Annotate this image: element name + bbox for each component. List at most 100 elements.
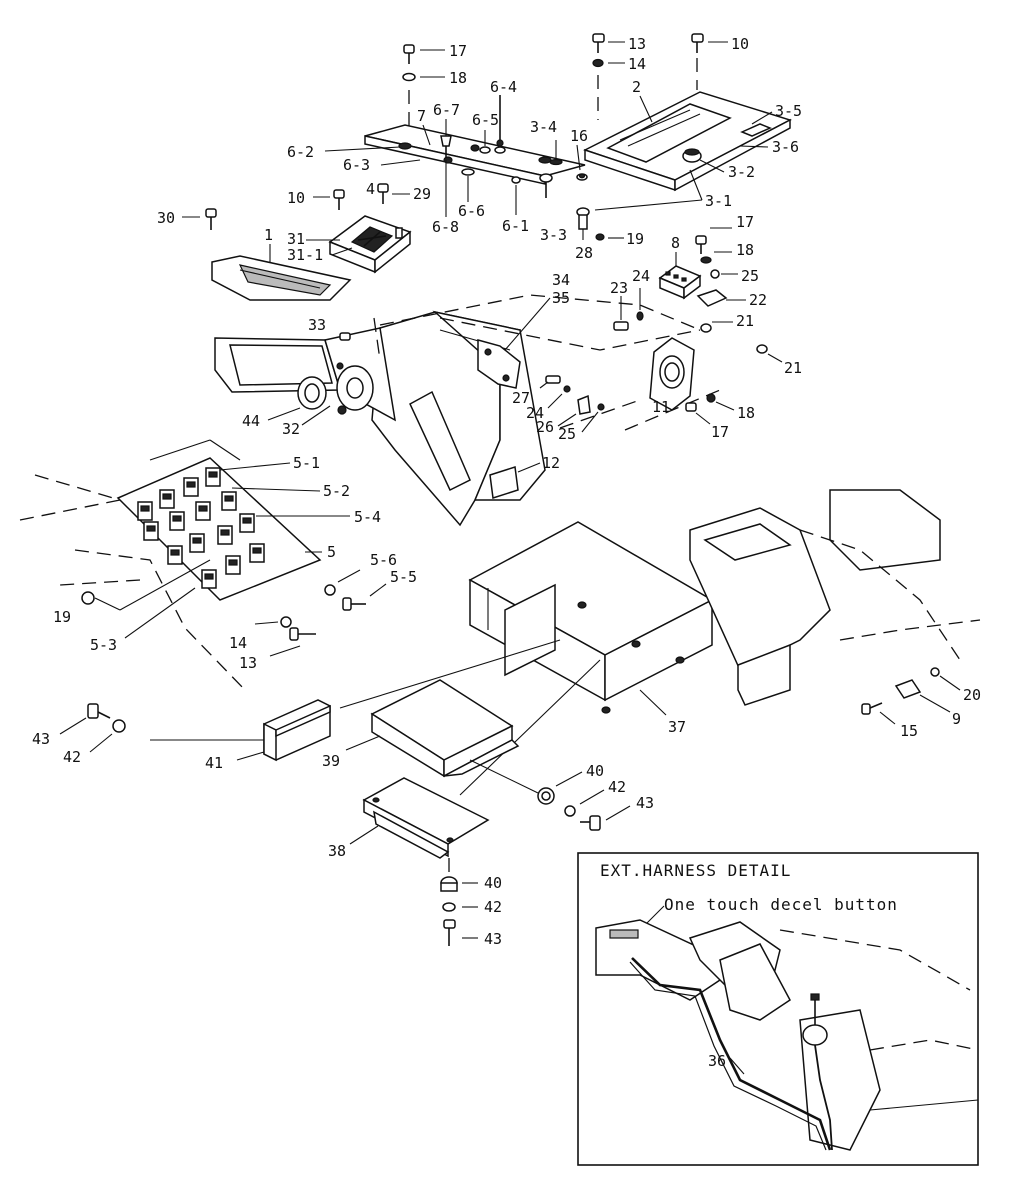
- washer-42-bottom: [442, 902, 478, 912]
- label-15: 15: [900, 722, 918, 740]
- label-38: 38: [328, 842, 346, 860]
- knob-3-3: [539, 173, 553, 198]
- label-3-4: 3-4: [530, 118, 557, 136]
- label-6-7: 6-7: [433, 101, 460, 119]
- label-18: 18: [736, 241, 754, 259]
- bracket-9: [894, 679, 951, 713]
- label-3-1: 3-1: [705, 192, 732, 210]
- keypad-31: [328, 215, 412, 274]
- label-17: 17: [711, 423, 729, 441]
- label-37: 37: [668, 718, 686, 736]
- label-17: 17: [449, 42, 467, 60]
- label-5-2: 5-2: [323, 482, 350, 500]
- right-console-body: [689, 489, 981, 706]
- label-6-2: 6-2: [287, 143, 314, 161]
- washer-24-mid: [547, 385, 571, 409]
- label-28: 28: [575, 244, 593, 262]
- label-24: 24: [526, 404, 544, 422]
- label-40: 40: [484, 874, 502, 892]
- label-44: 44: [242, 412, 260, 430]
- detail-title: EXT.HARNESS DETAIL: [600, 861, 791, 880]
- cover-12: [489, 462, 541, 499]
- label-23: 23: [610, 279, 628, 297]
- screw-43-bottom: [443, 919, 478, 946]
- screw-6-4: [496, 95, 504, 147]
- screw-15: [861, 702, 896, 725]
- upper-panel-3-1: [583, 91, 792, 192]
- label-29: 29: [413, 185, 431, 203]
- receptacle-11: [649, 337, 695, 411]
- washer-42-left: [89, 719, 126, 753]
- ext-harness-detail-box: [577, 852, 979, 1166]
- label-9: 9: [952, 710, 961, 728]
- label-27: 27: [512, 389, 530, 407]
- label-33: 33: [308, 316, 326, 334]
- label-11: 11: [652, 398, 670, 416]
- label-39: 39: [322, 752, 340, 770]
- screw-10-top: [691, 33, 728, 90]
- label-42: 42: [608, 778, 626, 796]
- washer-18-right: [700, 251, 732, 264]
- label-6-1: 6-1: [502, 217, 529, 235]
- washer-5-6: [324, 569, 361, 596]
- label-14: 14: [628, 55, 646, 73]
- label-31-1: 31-1: [287, 246, 323, 264]
- label-8: 8: [671, 234, 680, 252]
- plate-38: [349, 777, 490, 876]
- label-4: 4: [366, 180, 375, 198]
- cover-1: [211, 255, 352, 301]
- label-6-6: 6-6: [458, 202, 485, 220]
- washer-6-5: [479, 130, 491, 154]
- label-5-3: 5-3: [90, 636, 117, 654]
- label-14: 14: [229, 634, 247, 652]
- washer-14-left: [254, 616, 292, 628]
- detail-console-illustration: [595, 919, 979, 1151]
- controller-box-39: [345, 679, 520, 778]
- label-13: 13: [239, 654, 257, 672]
- label-20: 20: [963, 686, 981, 704]
- connector-8: [658, 265, 702, 300]
- washer-24-top: [636, 288, 644, 321]
- label-2: 2: [632, 78, 641, 96]
- label-3-6: 3-6: [772, 138, 799, 156]
- label-30: 30: [157, 209, 175, 227]
- nut-21-b: [756, 344, 783, 363]
- label-16: 16: [570, 127, 588, 145]
- screw-27: [539, 375, 561, 389]
- joystick-icon: [802, 993, 828, 1046]
- label-32: 32: [282, 420, 300, 438]
- label-42: 42: [63, 748, 81, 766]
- screw-17-right: [695, 227, 732, 254]
- washer-14-top: [592, 58, 625, 120]
- label-41: 41: [205, 754, 223, 772]
- washer-18-bottom: [706, 393, 735, 411]
- label-21: 21: [736, 312, 754, 330]
- harness-wire-36: [629, 957, 833, 1151]
- label-13: 13: [628, 35, 646, 53]
- nut-19-top: [595, 233, 624, 241]
- label-43: 43: [636, 794, 654, 812]
- screw-13-top: [592, 33, 625, 53]
- label-6-4: 6-4: [490, 78, 517, 96]
- label-42: 42: [484, 898, 502, 916]
- knob-6-7: [440, 135, 452, 158]
- screw-10-mid: [313, 189, 345, 210]
- nut-19-left: [81, 559, 211, 611]
- label-34: 34: [552, 271, 570, 289]
- label-12: 12: [542, 454, 560, 472]
- nut-25-mid: [581, 403, 605, 433]
- label-10: 10: [287, 189, 305, 207]
- label-31: 31: [287, 230, 305, 248]
- label-6-5: 6-5: [472, 111, 499, 129]
- label-40: 40: [586, 762, 604, 780]
- label-22: 22: [749, 291, 767, 309]
- screw-30: [182, 208, 217, 230]
- label-17: 17: [736, 213, 754, 231]
- clip-26: [557, 394, 591, 427]
- screw-23: [613, 296, 629, 331]
- label-5-4: 5-4: [354, 508, 381, 526]
- grommet-40-mid: [469, 759, 583, 805]
- label-36: 36: [708, 1052, 726, 1070]
- grommet-44: [267, 376, 327, 421]
- label-1: 1: [264, 226, 273, 244]
